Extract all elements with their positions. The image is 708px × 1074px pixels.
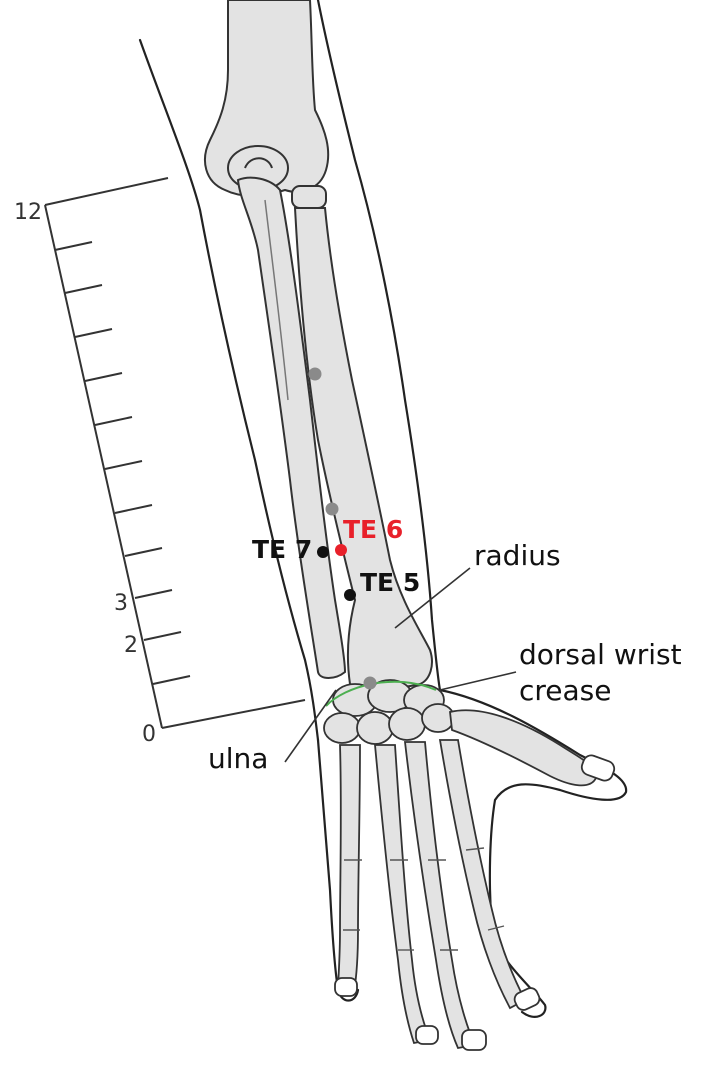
radius-head	[292, 186, 326, 208]
scale-tick	[153, 676, 190, 684]
scale-tick	[125, 548, 162, 556]
extra-point-marker	[326, 503, 339, 516]
little-finger-bone	[338, 745, 360, 992]
te5-label: TE 5	[360, 568, 420, 597]
scale-vertical-line	[45, 205, 162, 728]
scale-tick	[75, 329, 112, 337]
ring-fingernail	[416, 1026, 438, 1044]
te5-point-marker	[344, 589, 356, 601]
radius-label: radius	[474, 539, 561, 572]
carpal-bone	[324, 713, 360, 743]
scale-label-12: 12	[14, 200, 42, 225]
wrist-crease-leader-line	[440, 672, 516, 690]
scale-tick	[55, 242, 92, 250]
crease-label: crease	[519, 674, 612, 707]
scale-tick	[115, 505, 152, 513]
te6-label: TE 6	[343, 515, 403, 544]
scale-tick	[144, 632, 181, 640]
te7-label: TE 7	[252, 535, 312, 564]
scale-tick	[65, 285, 102, 293]
scale-tick	[95, 417, 132, 425]
scale-label-2: 2	[124, 633, 138, 658]
humerus-elbow	[205, 0, 328, 196]
little-fingernail	[335, 978, 357, 996]
dorsal-wrist-label: dorsal wrist	[519, 638, 682, 671]
te6-point-marker	[335, 544, 347, 556]
scale-tick	[135, 590, 172, 598]
hand-bones	[335, 710, 616, 1050]
scale-tick	[85, 373, 122, 381]
scale-bottom-line	[162, 700, 305, 728]
middle-fingernail	[462, 1030, 486, 1050]
ulna-label: ulna	[208, 742, 268, 775]
extra-point-marker	[309, 368, 322, 381]
carpal-bone	[422, 704, 454, 732]
scale-label-3: 3	[114, 591, 128, 616]
extra-point-marker	[364, 677, 377, 690]
scale-label-0: 0	[142, 722, 156, 747]
scale-tick	[105, 461, 142, 469]
carpal-bone	[357, 712, 393, 744]
te7-point-marker	[317, 546, 329, 558]
carpal-bone	[389, 708, 425, 740]
scale-top-line	[45, 178, 168, 205]
